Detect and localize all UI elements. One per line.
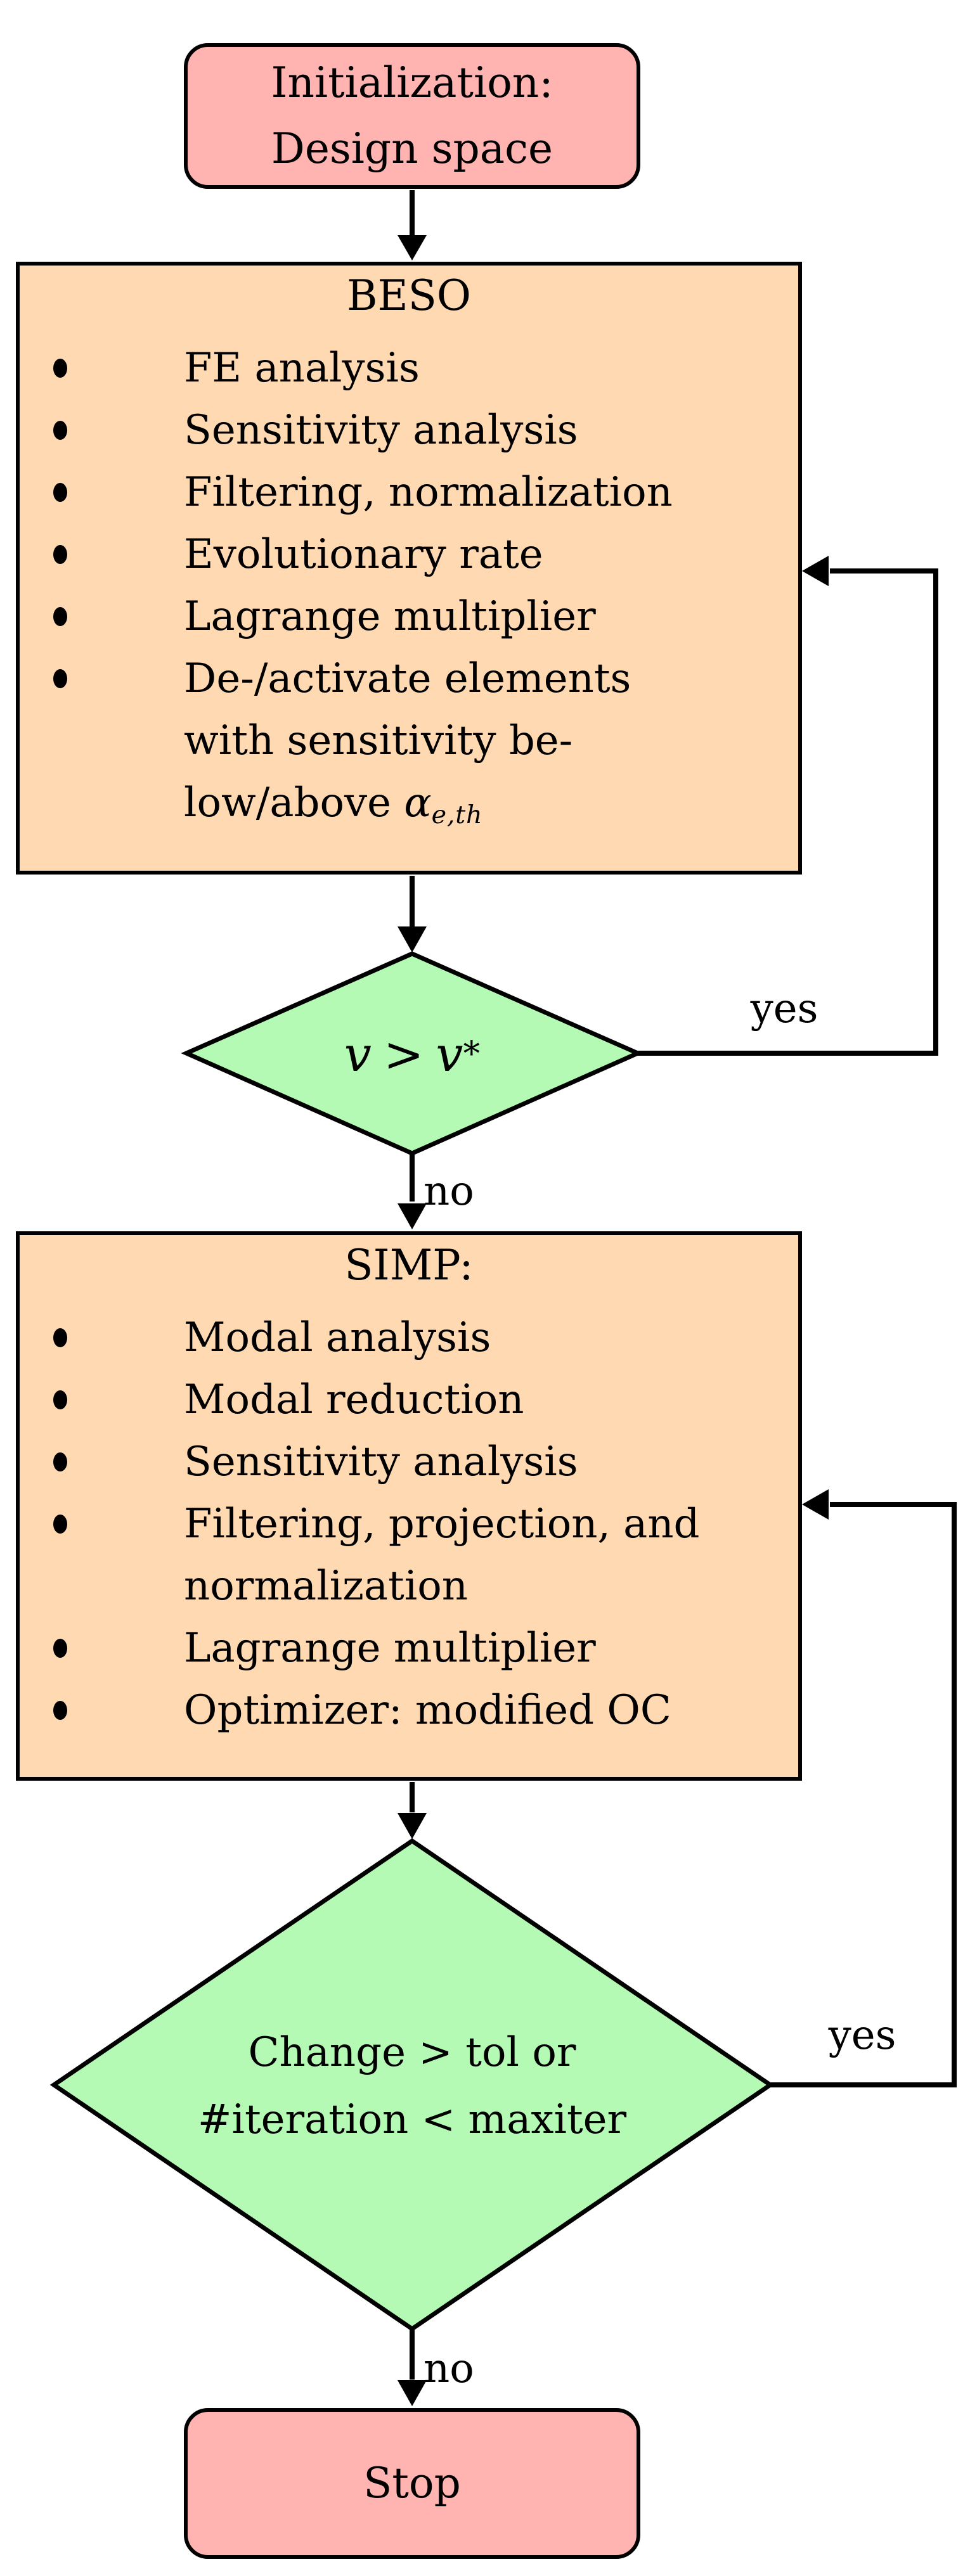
alpha-symbol: α (404, 779, 432, 826)
list-item: Lagrange multiplier (20, 1617, 798, 1679)
bullet-dot (53, 1390, 67, 1409)
simp-process-box: SIMP: Modal analysis Modal reduction Sen… (16, 1231, 802, 1781)
list-item: Sensitivity analysis (20, 399, 798, 461)
bullet-dot (53, 1515, 67, 1534)
simp-item-text: Modal analysis (184, 1314, 491, 1361)
arrowhead-beso-to-decision1 (398, 926, 427, 952)
beso-item-text: Lagrange multiplier (184, 593, 596, 640)
arrowhead-yes-loop-2 (802, 1489, 829, 1520)
simp-item-text: Optimizer: modified OC (184, 1687, 671, 1734)
edge-label-no-1: no (424, 1168, 474, 1215)
edge-label-yes-2: yes (828, 2012, 896, 2059)
list-item: Filtering, projection, and (20, 1493, 798, 1555)
list-item-continuation: normalization (20, 1555, 798, 1617)
beso-item-text: FE analysis (184, 345, 420, 392)
simp-title: SIMP: (344, 1241, 474, 1290)
decision1-operator: > (383, 1025, 424, 1082)
list-item: FE analysis (20, 337, 798, 399)
list-item: Modal reduction (20, 1369, 798, 1431)
bullet-dot (53, 669, 67, 688)
arrowhead-no-to-simp (398, 1203, 427, 1229)
alpha-subscript: e,th (431, 800, 483, 830)
bullet-dot (53, 1328, 67, 1347)
simp-item-text: Modal reduction (184, 1376, 524, 1423)
list-item: Optimizer: modified OC (20, 1679, 798, 1741)
beso-item-text: De-/activate elements (184, 655, 631, 702)
bullet-dot (53, 483, 67, 502)
list-item-continuation: low/above αe,th (20, 772, 798, 834)
bullet-dot (53, 1639, 67, 1658)
beso-item-text: Sensitivity analysis (184, 407, 578, 454)
beso-item-text: Evolutionary rate (184, 531, 543, 578)
arrowhead-yes-loop-1 (802, 556, 829, 586)
simp-item-text: Lagrange multiplier (184, 1625, 596, 1672)
list-item: Filtering, normalization (20, 461, 798, 523)
bullet-dot (53, 1452, 67, 1471)
arrowhead-start-to-beso (398, 235, 427, 260)
edge-label-no-2: no (424, 2345, 474, 2392)
simp-item-text: Sensitivity analysis (184, 1439, 578, 1485)
list-item-continuation: with sensitivity be- (20, 710, 798, 772)
decision2-line-1: Change > tol or (248, 2029, 576, 2076)
beso-item-text: with sensitivity be- (184, 717, 573, 764)
edge-label-yes-1: yes (750, 985, 818, 1032)
arrowhead-no-to-stop (398, 2380, 427, 2406)
decision2-line-2: #iteration < maxiter (197, 2096, 627, 2143)
decision2-label: Change > tol or #iteration < maxiter (95, 2019, 729, 2153)
start-line-1: Initialization: (271, 58, 553, 107)
list-item: Sensitivity analysis (20, 1431, 798, 1493)
decision1-label: v > v * (344, 1025, 481, 1082)
bullet-dot (53, 607, 67, 626)
bullet-dot (53, 545, 67, 564)
list-item: Modal analysis (20, 1307, 798, 1369)
decision1-rhs: v (436, 1025, 463, 1082)
beso-process-box: BESO FE analysis Sensitivity analysis Fi… (16, 262, 802, 875)
list-item: Evolutionary rate (20, 523, 798, 586)
list-item: Lagrange multiplier (20, 586, 798, 648)
bullet-dot (53, 359, 67, 378)
stop-label: Stop (363, 2459, 461, 2508)
simp-item-text: Filtering, projection, and (184, 1501, 700, 1548)
decision1-lhs: v (344, 1025, 372, 1082)
beso-item-text: Filtering, normalization (184, 469, 673, 516)
bullet-dot (53, 421, 67, 440)
stop-node: Stop (184, 2408, 640, 2559)
beso-bullet-list: FE analysis Sensitivity analysis Filteri… (20, 326, 798, 834)
beso-item-text: low/above (184, 779, 404, 826)
start-line-2: Design space (271, 124, 553, 173)
edge-yes-loop-2 (770, 1502, 957, 2087)
beso-title: BESO (346, 271, 471, 320)
simp-item-text: normalization (184, 1563, 468, 1610)
list-item: De-/activate elements (20, 648, 798, 710)
simp-bullet-list: Modal analysis Modal reduction Sensitivi… (20, 1296, 798, 1741)
bullet-dot (53, 1701, 67, 1720)
edge-yes-loop-1 (638, 568, 938, 1056)
arrowhead-simp-to-decision2 (398, 1813, 427, 1839)
start-node: Initialization: Design space (184, 43, 640, 189)
